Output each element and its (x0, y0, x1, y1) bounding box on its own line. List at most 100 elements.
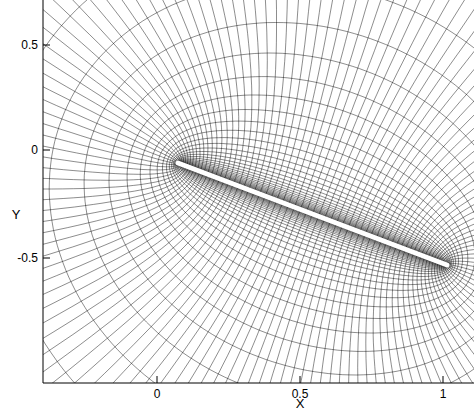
grid-line (425, 18, 474, 257)
grid-line (441, 263, 474, 383)
grid-line (43, 0, 179, 163)
grid-line (398, 249, 474, 383)
grid-line (43, 0, 222, 177)
grid-line (43, 186, 238, 383)
tick-mark (43, 150, 50, 151)
grid-line (178, 162, 448, 266)
grid-line (67, 0, 245, 184)
grid-line (43, 184, 233, 383)
grid-line (401, 0, 474, 248)
grid-line (403, 251, 474, 383)
grid-line (446, 265, 474, 384)
tick-label: -0.5 (17, 252, 38, 264)
grid-line (414, 0, 474, 252)
grid-line (43, 0, 179, 165)
grid-line (43, 174, 207, 383)
grid-line (447, 263, 474, 383)
grid-line (188, 0, 267, 190)
grid-line (431, 98, 474, 259)
grid-line (289, 0, 474, 205)
grid-line (43, 179, 220, 383)
grid-line (300, 0, 474, 209)
grid-line (43, 85, 181, 175)
grid-line (396, 0, 474, 246)
grid-line (175, 154, 451, 273)
grid-line (190, 225, 343, 383)
grid-line (43, 166, 185, 190)
grid-line (417, 255, 474, 383)
grid-line (109, 53, 474, 375)
grid-line (439, 263, 474, 384)
grid-line (371, 0, 474, 236)
axis-title: Y (12, 208, 21, 221)
grid-line (325, 0, 474, 219)
grid-line (43, 205, 289, 383)
tick-mark (43, 45, 50, 46)
grid-line (342, 0, 474, 225)
grid-line (376, 0, 474, 238)
grid-line (43, 168, 191, 289)
grid-line (349, 236, 396, 383)
grid-line (43, 0, 217, 176)
grid-line (435, 261, 474, 383)
grid-line (43, 45, 180, 170)
grid-line (43, 0, 188, 166)
grid-line (428, 58, 474, 258)
grid-line (421, 257, 474, 383)
grid-line (365, 0, 474, 234)
grid-line (319, 0, 474, 216)
grid-line (43, 169, 194, 330)
grid-line (271, 0, 353, 198)
grid-line (43, 0, 227, 179)
grid-line (408, 252, 474, 383)
flat-plate (178, 163, 447, 265)
grid-line (360, 0, 474, 232)
grid-line (43, 188, 244, 383)
grid-line (272, 230, 354, 383)
tick-mark (443, 376, 444, 383)
grid-line (43, 0, 178, 163)
grid-line (43, 0, 474, 383)
grid-line (283, 0, 436, 203)
grid-line (440, 239, 474, 263)
grid-line (43, 173, 204, 383)
grid-line (358, 238, 437, 383)
tick-mark (300, 376, 301, 383)
grid-lines (43, 0, 474, 383)
grid-line (43, 0, 182, 164)
grid-line (436, 180, 474, 261)
grid-line (43, 0, 186, 166)
grid-line (438, 221, 474, 262)
grid-line (43, 0, 178, 163)
grid-line (392, 0, 474, 244)
grid-line (43, 182, 229, 383)
grid-line (43, 0, 204, 171)
grid-line (43, 192, 254, 383)
grid-line (348, 0, 474, 228)
grid-line (392, 248, 474, 383)
grid-line (167, 138, 459, 291)
grid-line (43, 203, 283, 383)
grid-line (43, 0, 208, 173)
grid-line (366, 240, 474, 383)
grid-line (446, 261, 474, 383)
grid-line (405, 0, 474, 249)
grid-line (380, 244, 474, 383)
grid-line (354, 0, 474, 230)
grid-line (425, 258, 474, 383)
grid-line (43, 166, 187, 207)
grid-line (148, 0, 260, 188)
grid-line (43, 0, 197, 169)
grid-line (43, 177, 215, 383)
grid-line (43, 0, 178, 163)
axis-title: X (296, 397, 305, 410)
tick-mark (157, 376, 158, 383)
grid-line (442, 248, 474, 303)
grid-line (43, 176, 211, 383)
grid-line (337, 234, 366, 383)
grid-line (294, 0, 474, 207)
tick-mark (43, 258, 50, 259)
grid-line (107, 0, 252, 186)
